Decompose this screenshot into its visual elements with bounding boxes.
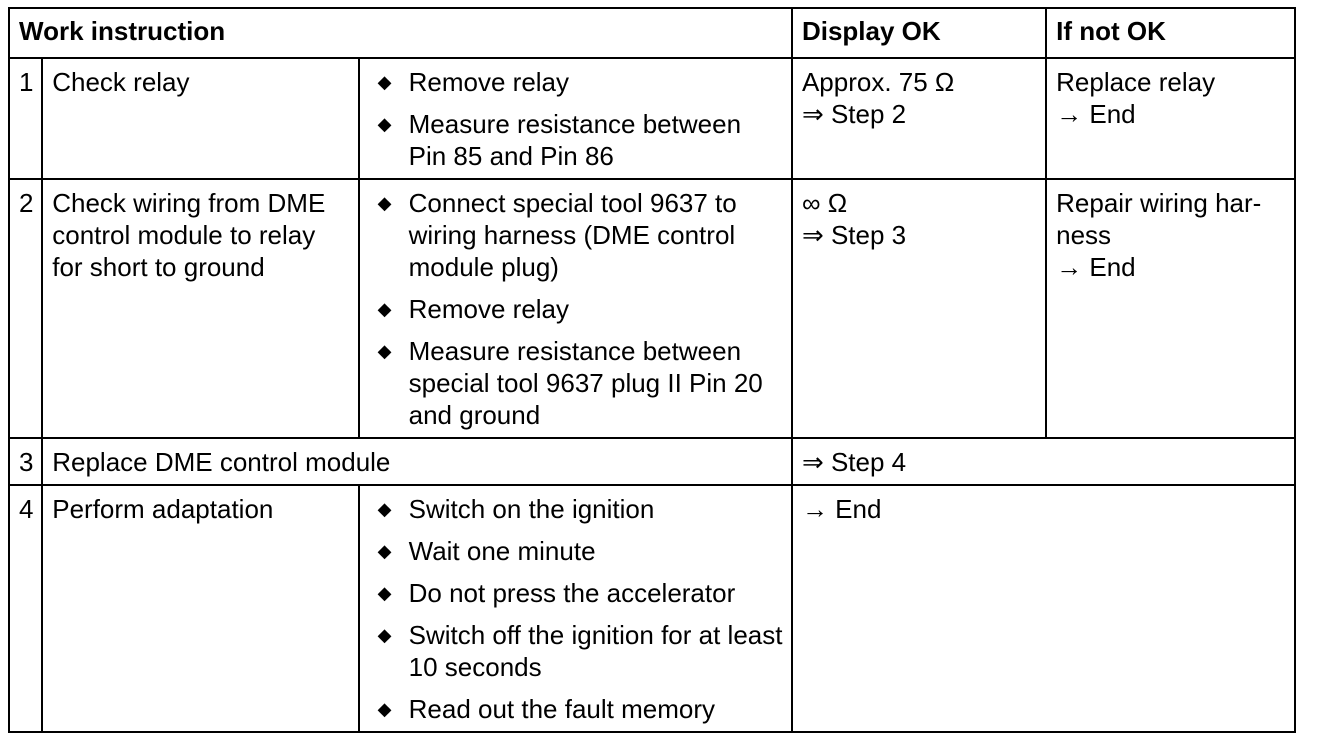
step-list-cell: ◆Switch on the ignition ◆Wait one minute… [357,484,793,733]
list-item: ◆Read out the fault memory [377,694,716,724]
diamond-bullet-icon: ◆ [377,72,392,92]
not-ok-cell: Repair wiring har- ness → End [1045,178,1296,439]
not-ok-action: Repair wiring har- [1056,188,1262,218]
diamond-bullet-icon: ◆ [377,699,392,719]
header-display-ok: Display OK [790,7,1048,59]
not-ok-action: Replace relay [1056,67,1216,97]
diamond-bullet-icon: ◆ [377,499,392,519]
step-list: ◆Switch on the ignition ◆Wait one minute… [369,493,783,725]
not-ok-next: → End [1056,252,1136,282]
not-ok-next: → End [1056,99,1136,129]
list-item: ◆Measure resistance between special tool… [377,336,763,430]
step-list-cell: ◆Remove relay ◆Measure resistance betwee… [357,57,793,180]
display-ok-cell: ∞ Ω ⇒ Step 3 [790,178,1048,439]
work-instruction-table: Work instruction Display OK If not OK 1 … [7,7,1297,733]
table-row: 1 Check relay ◆Remove relay ◆Measure res… [7,57,1296,180]
step-number: 1 [7,57,44,180]
list-item: ◆Wait one minute [377,536,596,566]
step-list: ◆Remove relay ◆Measure resistance betwee… [369,66,783,172]
not-ok-action-cont: ness [1056,220,1112,250]
task-description: Check wiring from DME control module to … [41,178,360,439]
ok-next-step: ⇒ Step 2 [801,99,907,129]
table-row: 2 Check wiring from DME control module t… [7,178,1296,439]
step-number: 4 [7,484,44,733]
merged-result-cell: ⇒ Step 4 [790,437,1297,486]
header-if-not-ok: If not OK [1045,7,1296,59]
list-item: ◆Switch off the ignition for at least 10… [377,620,783,682]
diamond-bullet-icon: ◆ [377,541,392,561]
table-row: 4 Perform adaptation ◆Switch on the igni… [7,484,1297,733]
header-work-instruction: Work instruction [8,7,793,59]
task-description: Replace DME control module [41,437,793,486]
ok-value: ∞ Ω [801,188,848,218]
diamond-bullet-icon: ◆ [377,341,392,361]
diamond-bullet-icon: ◆ [377,583,392,603]
table-row: 3 Replace DME control module ⇒ Step 4 [7,437,1297,486]
list-item: ◆Connect special tool 9637 to wiring har… [377,188,737,282]
list-item: ◆Measure resistance between Pin 85 and P… [377,109,742,171]
diamond-bullet-icon: ◆ [377,193,392,213]
diamond-bullet-icon: ◆ [377,299,392,319]
diamond-bullet-icon: ◆ [377,625,392,645]
diamond-bullet-icon: ◆ [377,114,392,134]
step-number: 2 [7,178,44,439]
ok-next-step: ⇒ Step 3 [801,220,907,250]
task-description: Check relay [41,57,360,180]
list-item: ◆Remove relay [377,294,570,324]
list-item: ◆Switch on the ignition [377,494,655,524]
step-list: ◆Connect special tool 9637 to wiring har… [369,187,783,431]
display-ok-cell: Approx. 75 Ω ⇒ Step 2 [790,57,1048,180]
merged-result-cell: → End [790,484,1297,733]
step-list-cell: ◆Connect special tool 9637 to wiring har… [357,178,793,439]
task-description: Perform adaptation [41,484,360,733]
list-item: ◆Remove relay [377,67,570,97]
step-number: 3 [7,437,44,486]
ok-value: Approx. 75 Ω [801,67,955,97]
list-item: ◆Do not press the accelerator [377,578,736,608]
table-header-row: Work instruction Display OK If not OK [8,7,1296,59]
not-ok-cell: Replace relay → End [1045,57,1296,180]
